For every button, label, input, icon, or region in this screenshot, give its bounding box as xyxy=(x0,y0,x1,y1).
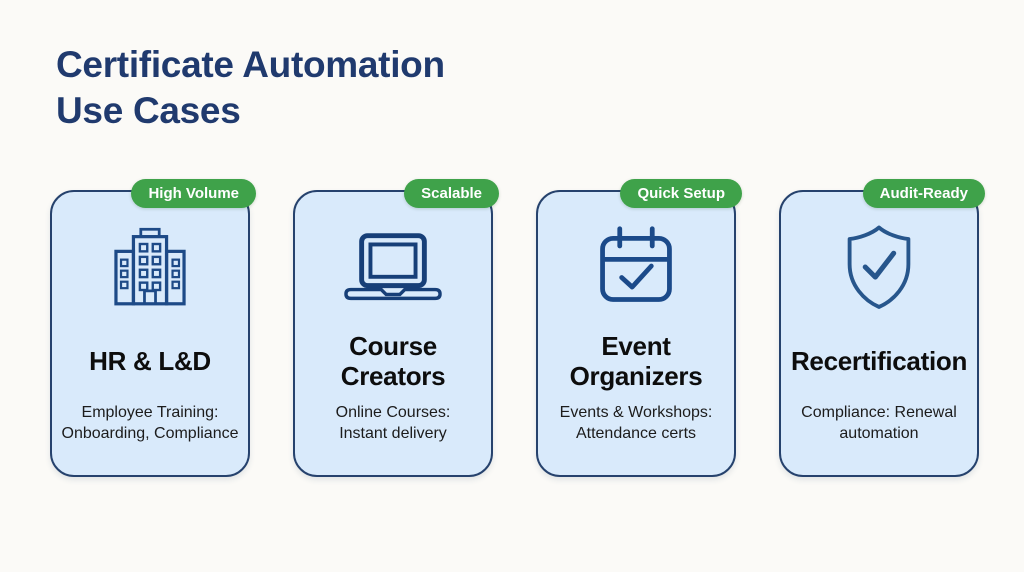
page-title: Certificate Automation Use Cases xyxy=(56,42,1024,134)
card-event-organizers: Quick Setup Event Organizers Events & Wo… xyxy=(536,178,742,477)
card-desc-hr-ld: Employee Training: Onboarding, Complianc… xyxy=(61,403,239,443)
card-desc-event-organizers: Events & Workshops: Attendance certs xyxy=(559,403,713,443)
laptop-icon xyxy=(344,224,442,310)
card-title-event-organizers: Event Organizers xyxy=(569,330,703,391)
card-desc-recertification: Compliance: Renewal automation xyxy=(801,403,957,443)
card-desc-course-creators: Online Courses: Instant delivery xyxy=(335,403,451,443)
badge-quick-setup: Quick Setup xyxy=(620,178,742,208)
badge-audit-ready: Audit-Ready xyxy=(862,178,985,208)
building-icon xyxy=(104,224,196,310)
use-case-cards: High Volume xyxy=(50,178,1024,477)
shield-check-icon xyxy=(837,224,921,310)
badge-high-volume: High Volume xyxy=(131,178,256,208)
card-title-recertification: Recertification xyxy=(790,345,968,376)
card-title-hr-ld: HR & L&D xyxy=(89,345,211,376)
page-title-line1: Certificate Automation xyxy=(56,44,445,85)
page-title-line2: Use Cases xyxy=(56,89,241,131)
card-course-creators: Scalable Course Creators Online Courses:… xyxy=(293,178,499,477)
card-recertification: Audit-Ready Recertification Compliance: … xyxy=(779,178,985,477)
badge-scalable: Scalable xyxy=(404,178,499,208)
card-hr-ld: High Volume xyxy=(50,178,256,477)
calendar-check-icon xyxy=(593,224,679,310)
card-title-course-creators: Course Creators xyxy=(340,330,446,391)
